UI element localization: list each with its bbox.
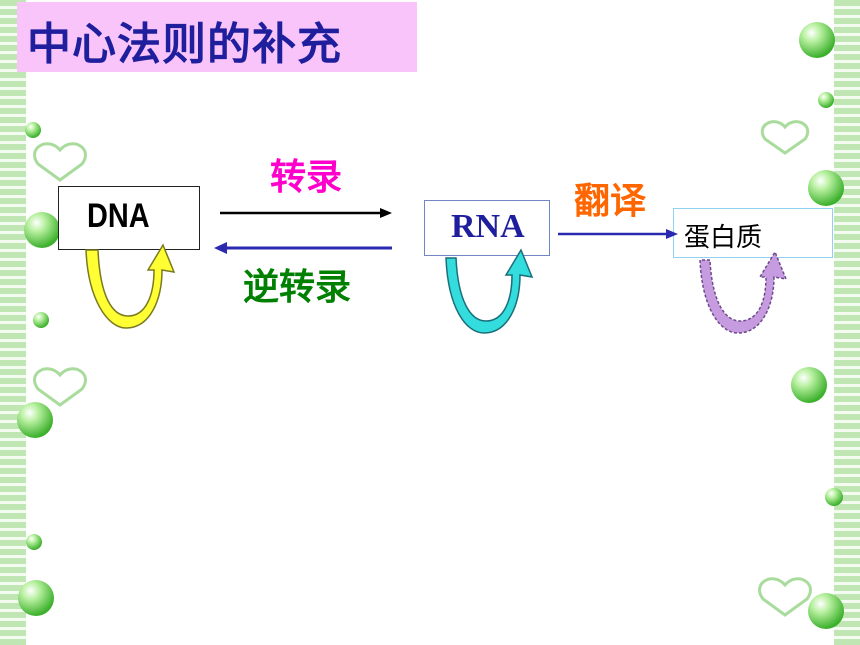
transcription-label: 转录 bbox=[270, 157, 343, 198]
rna-node: RNA bbox=[424, 200, 550, 256]
title-banner: 中心法则的补充 bbox=[17, 2, 417, 72]
dna-label: DNA bbox=[87, 197, 150, 235]
dna-replication-loop bbox=[85, 243, 176, 329]
reverse-transcription-label: 逆转录 bbox=[243, 267, 352, 308]
rna-replication-loop bbox=[445, 248, 534, 334]
transcription-arrow bbox=[220, 208, 392, 218]
protein-label: 蛋白质 bbox=[684, 223, 763, 253]
protein-node: 蛋白质 bbox=[673, 208, 833, 258]
reverse-transcription-arrow bbox=[214, 242, 392, 254]
protein-replication-loop bbox=[699, 250, 788, 334]
bubble-icon bbox=[17, 22, 844, 629]
page-title: 中心法则的补充 bbox=[27, 19, 342, 70]
left-border-decoration bbox=[0, 0, 26, 645]
dna-node: DNA bbox=[58, 186, 200, 250]
translation-label: 翻译 bbox=[574, 181, 647, 222]
heart-icon bbox=[33, 120, 812, 617]
right-border-decoration bbox=[834, 0, 860, 645]
rna-label: RNA bbox=[451, 208, 525, 245]
translation-arrow bbox=[558, 229, 678, 239]
